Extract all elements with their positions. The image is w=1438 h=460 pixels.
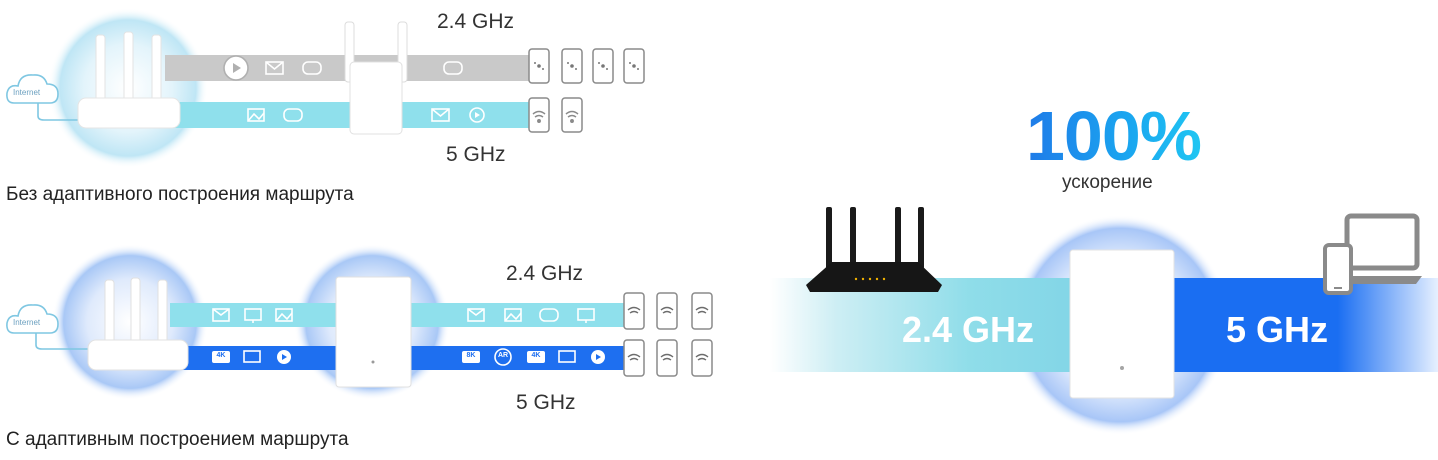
caption-with: С адаптивным построением маршрута bbox=[6, 429, 349, 450]
extender-bottom-icon bbox=[335, 276, 412, 388]
bottom-freq-24-label: 2.4 GHz bbox=[506, 262, 584, 285]
internet-cloud-icon bbox=[6, 74, 80, 121]
laptop-phone-icon bbox=[1323, 213, 1422, 295]
badge-ar: AR bbox=[497, 352, 509, 359]
band-5-label: 5 GHz bbox=[1226, 309, 1329, 350]
wifi-icons-bottom bbox=[627, 306, 709, 361]
router-top-icon bbox=[77, 31, 181, 129]
extender-top-icon bbox=[344, 21, 408, 135]
extender-right-icon bbox=[1069, 249, 1175, 399]
bottom-24-icons bbox=[212, 308, 595, 323]
badge-4k-1: 4K bbox=[216, 352, 226, 359]
device-grid-bottom bbox=[623, 292, 713, 377]
device-row-top-5 bbox=[528, 97, 583, 133]
caption-without: Без адаптивного построения маршрута bbox=[6, 184, 354, 205]
speedup-percent: 100% bbox=[1026, 97, 1202, 175]
top-freq-24-label: 2.4 GHz bbox=[437, 10, 515, 33]
band-24-label: 2.4 GHz bbox=[902, 309, 1035, 350]
router-bottom-icon bbox=[87, 277, 189, 371]
top-24-icons bbox=[223, 55, 463, 81]
bottom-5-icons bbox=[212, 348, 605, 366]
cloud-label-top: Internet bbox=[13, 88, 41, 97]
bottom-freq-5-label: 5 GHz bbox=[516, 391, 576, 414]
badge-8k: 8K bbox=[466, 352, 476, 359]
badge-4k-2: 4K bbox=[531, 352, 541, 359]
internet-cloud-icon-bottom bbox=[6, 304, 88, 350]
speedup-subtitle: ускорение bbox=[1062, 172, 1153, 193]
loading-icons bbox=[534, 62, 639, 70]
top-5-icons bbox=[247, 107, 485, 123]
cloud-label-bottom: Internet bbox=[13, 318, 41, 327]
band-5ghz-top bbox=[165, 102, 530, 128]
router-right-icon bbox=[806, 207, 942, 292]
device-row-top-24 bbox=[528, 48, 645, 84]
top-freq-5-label: 5 GHz bbox=[446, 143, 506, 166]
